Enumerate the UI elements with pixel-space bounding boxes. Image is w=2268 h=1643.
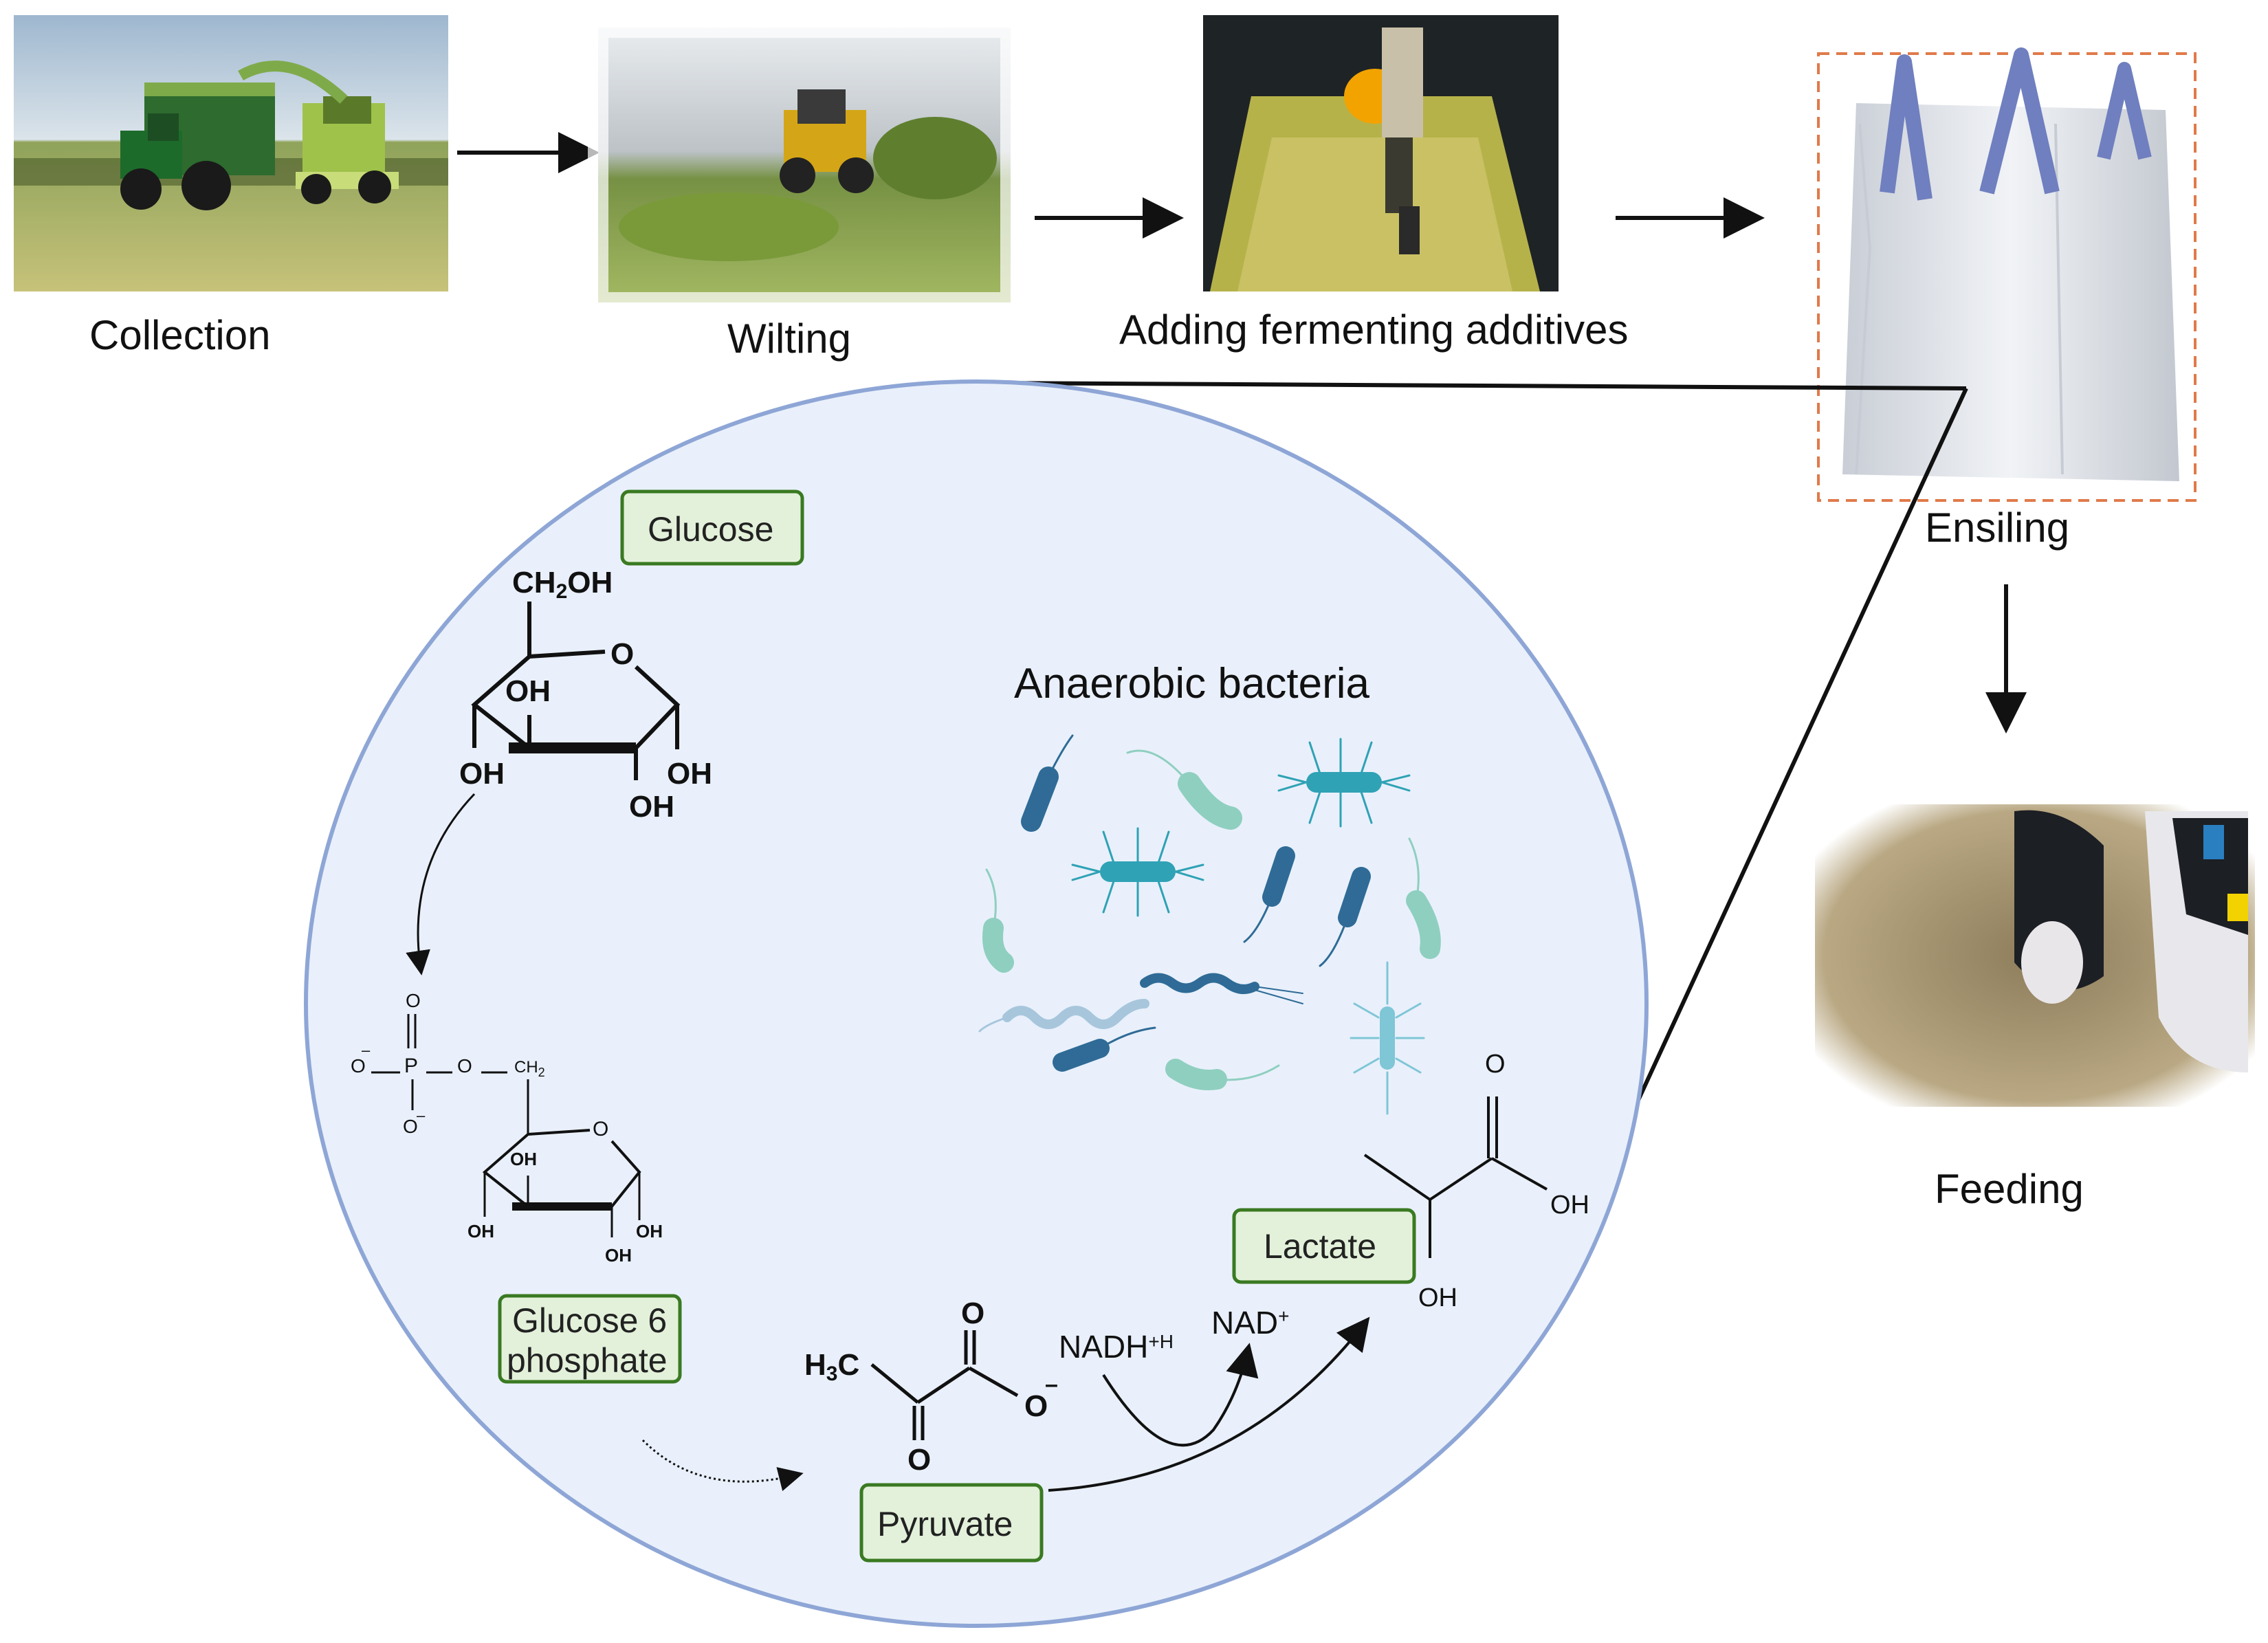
svg-text:Pyruvate: Pyruvate (877, 1505, 1013, 1543)
svg-text:O: O (593, 1118, 608, 1140)
svg-text:OH: OH (1418, 1283, 1457, 1312)
bacteria-label: Anaerobic bacteria (1014, 660, 1369, 707)
svg-text:OH: OH (510, 1149, 537, 1169)
ensiling-bag (1817, 47, 2197, 502)
additives-photo (1203, 15, 1559, 291)
svg-text:phosphate: phosphate (507, 1341, 668, 1380)
svg-text:OH: OH (636, 1221, 663, 1242)
svg-text:O: O (457, 1055, 472, 1077)
svg-text:OH: OH (605, 1245, 632, 1266)
svg-text:H3C: H3C (804, 1348, 859, 1385)
svg-text:P: P (404, 1055, 418, 1077)
svg-text:OH: OH (459, 757, 505, 791)
svg-text:OH: OH (467, 1221, 494, 1242)
pyruvate-box: Pyruvate (859, 1483, 1044, 1563)
glucose-box: Glucose (620, 489, 804, 566)
collection-photo (14, 15, 448, 291)
svg-text:OH: OH (667, 757, 712, 791)
svg-text:O: O (1485, 1050, 1506, 1079)
svg-text:O: O (351, 1055, 366, 1077)
zoom-line-bottom (1629, 387, 1968, 1116)
g6p-box: Glucose 6 phosphate (498, 1294, 682, 1384)
glucose-structure: CH2OH O OH OH OH OH (459, 566, 712, 824)
pyruvate-structure: H3C O O O – (804, 1297, 1058, 1477)
g6p-structure: O O – P O CH2 O – O OH OH OH OH (351, 990, 663, 1266)
svg-text:–: – (417, 1107, 426, 1124)
feeding-photo (1815, 804, 2255, 1107)
bacteria-cluster (978, 734, 1441, 1115)
lactate-box: Lactate (1232, 1208, 1416, 1284)
svg-text:Glucose: Glucose (648, 510, 773, 549)
svg-text:OH: OH (1550, 1191, 1589, 1220)
step-ensiling: Ensiling (1925, 505, 2069, 551)
cofactor-nad: NAD+ (1211, 1305, 1289, 1341)
cofactor-nadh: NADH+H (1059, 1329, 1174, 1365)
step-collection: Collection (89, 312, 270, 358)
step-feeding: Feeding (1935, 1166, 2084, 1212)
svg-text:OH: OH (629, 790, 674, 824)
wilting-photo (588, 17, 1021, 313)
svg-text:Glucose 6: Glucose 6 (512, 1301, 667, 1340)
svg-text:O: O (961, 1297, 984, 1330)
svg-text:O: O (610, 637, 634, 671)
svg-text:CH2OH: CH2OH (512, 566, 613, 603)
step-wilting: Wilting (727, 316, 851, 362)
arrow-glucose-g6p (406, 793, 476, 975)
arrow-g6p-pyruvate (641, 1439, 804, 1492)
svg-text:O: O (907, 1443, 931, 1477)
lactate-structure: OH O OH (1363, 1050, 1589, 1312)
svg-text:CH2: CH2 (514, 1058, 545, 1079)
svg-text:–: – (1045, 1371, 1058, 1398)
arrow-pyruvate-lactate (1048, 1316, 1370, 1492)
svg-text:–: – (362, 1041, 371, 1059)
zoom-line-top (989, 381, 1967, 390)
svg-text:O: O (1024, 1389, 1048, 1423)
svg-text:OH: OH (505, 674, 551, 708)
step-additives: Adding fermenting additives (1119, 307, 1628, 353)
svg-text:Lactate: Lactate (1264, 1227, 1376, 1266)
svg-text:O: O (403, 1116, 418, 1137)
svg-text:O: O (406, 990, 421, 1011)
arrow-nadh-nad (1102, 1343, 1259, 1447)
fermentation-circle (304, 379, 1649, 1628)
